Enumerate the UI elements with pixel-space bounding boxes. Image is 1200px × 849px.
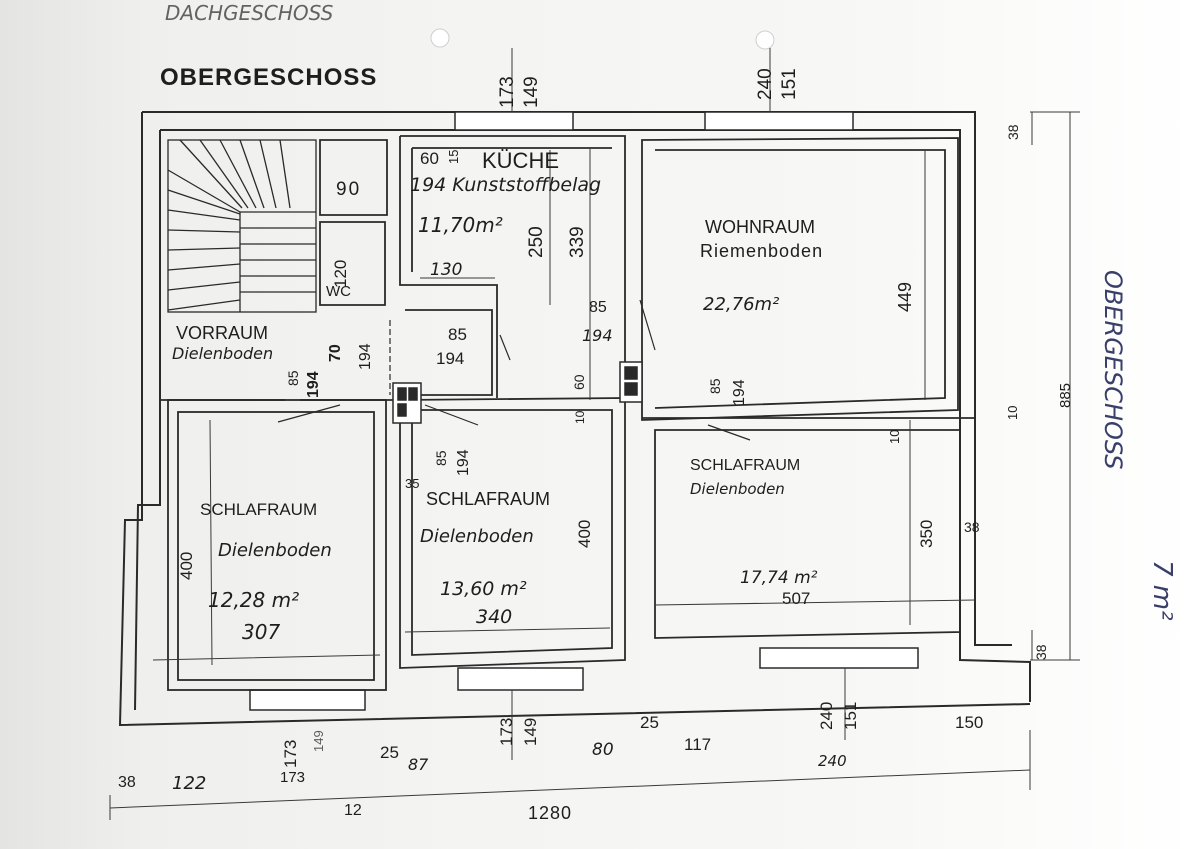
wc-dim-90: 90: [336, 179, 362, 200]
schlaf-rechts-dim-38: 38: [964, 519, 980, 535]
schlaf-links-name: SCHLAFRAUM: [200, 500, 318, 519]
schlaf-mitte-dim-35: 35: [405, 476, 420, 491]
schlaf-mitte-width: 340: [476, 606, 513, 628]
small-dim-10b: 10: [1005, 405, 1020, 420]
schlaf-mitte-depth: 400: [575, 519, 594, 548]
margin-area: 7 m²: [1147, 560, 1177, 621]
schlaf-links-area: 12,28 m²: [208, 588, 300, 612]
window-top1-dim-b: 149: [521, 76, 542, 108]
bottom-dim-1280: 1280: [528, 803, 573, 823]
door6-height: 194: [455, 449, 472, 476]
room-dimension-lines: [152, 148, 976, 666]
bottom-dim-25a: 25: [380, 743, 399, 762]
door4-width: 85: [707, 378, 723, 394]
exterior-dimension-chains: [109, 48, 1080, 820]
wc-name: WC: [326, 283, 351, 300]
right-dim-885: 885: [1057, 382, 1074, 408]
schlaf-rechts-depth: 350: [917, 519, 936, 548]
wohnraum-name: WOHNRAUM: [705, 217, 815, 237]
schlaf-rechts-area: 17,74 m²: [740, 568, 818, 588]
right-dim-38-top: 38: [1005, 124, 1021, 140]
kueche-name: KÜCHE: [482, 148, 560, 173]
staircase: [167, 139, 317, 313]
vorraum-name: VORRAUM: [176, 323, 269, 343]
schlaf-mitte-floor: Dielenboden: [420, 526, 534, 547]
bottom-dim-25b: 25: [640, 713, 659, 732]
door3-height: 194: [582, 326, 613, 345]
kueche-dim-339: 339: [567, 226, 588, 258]
kueche-dim-60: 60: [420, 149, 439, 168]
door3-width: 85: [589, 299, 607, 316]
wohnraum-dim-449: 449: [895, 281, 915, 312]
kueche-dim-250: 250: [526, 226, 547, 258]
door7-height: 10: [573, 410, 587, 424]
schlaf-links-width: 307: [242, 620, 281, 644]
window-openings: [249, 111, 919, 711]
wohnraum-floor: Riemenboden: [700, 241, 824, 261]
door2-width: 85: [448, 325, 467, 344]
window-top2-dim-b: 151: [779, 68, 800, 100]
bottom-dim-12: 12: [344, 802, 362, 819]
interior-walls: [160, 135, 975, 691]
schlaf-links-depth: 400: [177, 551, 196, 580]
wohnraum-area: 22,76m²: [703, 294, 780, 315]
door5-width: 70: [327, 344, 344, 362]
kueche-dim-130: 130: [430, 260, 463, 280]
bottom-dim-150: 150: [955, 713, 984, 732]
schlaf-rechts-name: SCHLAFRAUM: [690, 457, 801, 474]
door-swings: [277, 299, 751, 441]
schlaf-rechts-floor: Dielenboden: [690, 480, 785, 498]
door6-width: 85: [433, 450, 449, 466]
door1-height: 194: [305, 371, 322, 398]
window-bot3-dim-a: 240: [817, 701, 836, 730]
window-bot2-dim-a: 173: [497, 717, 516, 746]
plan-title: OBERGESCHOSS: [160, 64, 378, 91]
door1-width: 85: [285, 370, 301, 386]
door2-height: 194: [436, 349, 465, 368]
schlaf-rechts-width: 507: [782, 589, 811, 608]
window-bot1-dim-b: 149: [311, 730, 326, 752]
kueche-area: 11,70m²: [418, 213, 503, 237]
bottom-dim-38: 38: [118, 774, 136, 791]
bottom-dim-240: 240: [818, 752, 847, 770]
bottom-dim-117: 117: [684, 735, 712, 754]
right-dim-38-bottom: 38: [1033, 644, 1049, 660]
bottom-dim-173: 173: [280, 769, 306, 786]
schlaf-mitte-area: 13,60 m²: [440, 578, 527, 600]
binder-holes: [430, 28, 775, 50]
window-bot1-dim-a: 173: [281, 739, 300, 768]
bottom-dim-122: 122: [172, 773, 207, 794]
door5-height: 194: [357, 343, 374, 370]
schlaf-links-floor: Dielenboden: [218, 540, 332, 561]
window-top1-dim-a: 173: [497, 76, 518, 108]
vorraum-floor: Dielenboden: [172, 344, 274, 363]
kueche-floor: 194 Kunststoffbelag: [410, 174, 602, 196]
kueche-dim-15: 15: [446, 149, 461, 164]
top-cut-text: DACHGESCHOSS: [165, 1, 334, 25]
window-bot3-dim-b: 151: [841, 701, 860, 730]
bottom-dim-80: 80: [592, 740, 614, 760]
door7-width: 60: [571, 374, 587, 390]
bottom-dim-87: 87: [408, 755, 429, 774]
margin-note: OBERGESCHOSS: [1099, 270, 1127, 470]
small-dim-10a: 10: [887, 429, 902, 444]
window-bot2-dim-b: 149: [521, 717, 540, 746]
chimneys: [392, 361, 643, 424]
window-top2-dim-a: 240: [755, 68, 776, 100]
door4-height: 194: [731, 379, 748, 406]
schlaf-mitte-name: SCHLAFRAUM: [426, 489, 551, 509]
